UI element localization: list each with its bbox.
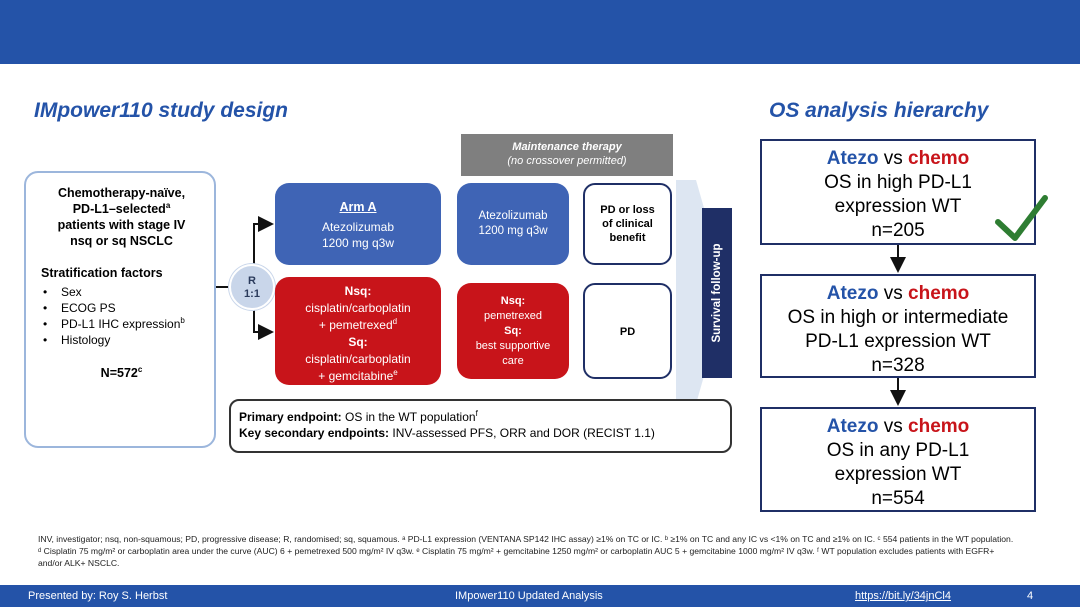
arm-a-label: Arm A [339,200,377,214]
primary-endpoint: Primary endpoint: OS in the WT populatio… [239,409,478,425]
footer-link[interactable]: https://bit.ly/34jnCl4 [855,590,951,602]
outcome-pd-box: PD [583,283,672,379]
secondary-endpoints: Key secondary endpoints: INV-assessed PF… [239,426,655,440]
strat-item: Sex [41,284,202,300]
endpoints-box: Primary endpoint: OS in the WT populatio… [229,399,732,453]
stratification-title: Stratification factors [41,266,163,280]
strat-item: Histology [41,332,202,348]
footer-center-text: IMpower110 Updated Analysis [455,590,603,602]
hierarchy-step-2: Atezo vs chemo OS in high or intermediat… [760,274,1036,378]
outcome-pd-loss-box: PD or loss of clinical benefit [583,183,672,265]
arrow-to-arm-a [253,216,274,264]
study-design-title: IMpower110 study design [34,99,288,122]
footnote: INV, investigator; nsq, non-squamous; PD… [38,534,1014,568]
strat-item: ECOG PS [41,300,202,316]
total-n: N=572c [100,364,143,380]
patient-population-box: Chemotherapy-naïve, PD-L1–selecteda pati… [24,171,216,448]
survival-followup-bar [702,208,732,378]
os-hierarchy-title: OS analysis hierarchy [769,99,989,122]
strat-item: PD-L1 IHC expressionb [41,316,202,332]
arm-b-box: Nsq: cisplatin/carboplatin + pemetrexedd… [275,277,441,385]
maintenance-header: Maintenance therapy (no crossover permit… [461,134,673,176]
hierarchy-step-1: Atezo vs chemo OS in high PD-L1 expressi… [760,139,1036,245]
maintenance-arm-b-box: Nsq: pemetrexed Sq: best supportive care [457,283,569,379]
stratification-list: Sex ECOG PS PD-L1 IHC expressionb Histol… [41,284,202,348]
survival-followup-label: Survival follow-up [711,243,723,343]
randomization-circle: R 1:1 [229,264,275,310]
page-number: 4 [1027,590,1034,602]
footer-band: Presented by: Roy S. Herbst IMpower110 U… [0,585,1080,607]
hierarchy-step-3: Atezo vs chemo OS in any PD-L1 expressio… [760,407,1036,512]
arrow-to-arm-b [253,310,274,340]
maintenance-arm-a-box: Atezolizumab 1200 mg q3w [457,183,569,265]
header-band [0,0,1080,64]
presenter-text: Presented by: Roy S. Herbst [28,590,168,602]
arm-a-box: Arm A Atezolizumab 1200 mg q3w [275,183,441,265]
population-description: Chemotherapy-naïve, PD-L1–selecteda pati… [57,186,186,248]
